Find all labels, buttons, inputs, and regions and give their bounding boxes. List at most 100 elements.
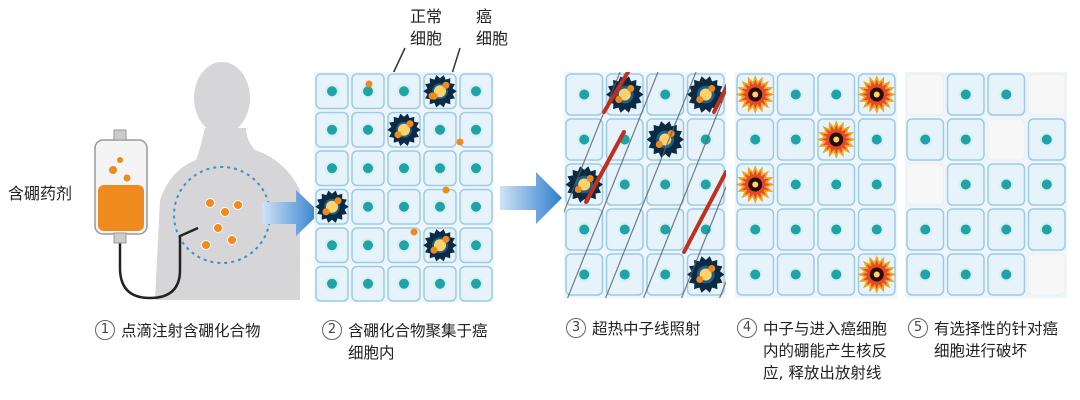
cell-nucleus [325, 238, 339, 253]
panel-boron-accumulation [314, 72, 494, 302]
person-silhouette [155, 62, 300, 300]
destroyed-cell [987, 118, 1025, 161]
cell-nucleus [433, 199, 447, 214]
boron-particle [365, 80, 373, 88]
arrow-icon [500, 172, 562, 224]
cell-nucleus [1039, 177, 1054, 192]
cell-nucleus [433, 122, 447, 137]
cell-nucleus [748, 132, 763, 147]
cell-nucleus [397, 161, 411, 176]
destroyed-cell [906, 73, 944, 116]
injection-illustration [94, 62, 300, 300]
cell-nucleus [869, 222, 884, 237]
cell-nucleus [469, 161, 483, 176]
step-5: 5 有选择性的针对癌 细胞进行破坏 [908, 318, 1058, 362]
cell-nucleus [361, 276, 375, 291]
cell-nucleus [658, 87, 673, 102]
step-number: 3 [566, 318, 586, 338]
cell-nucleus [748, 222, 763, 237]
cell-nucleus [325, 84, 339, 99]
cell-nucleus [433, 161, 447, 176]
cell-nucleus [788, 222, 803, 237]
panel-neutron-irradiation [564, 72, 726, 298]
cell-nucleus [469, 84, 483, 99]
cell-nucleus [999, 87, 1014, 102]
boron-particle [428, 92, 436, 100]
cell-nucleus [829, 267, 844, 282]
cell-nucleus [958, 267, 973, 282]
cell-nucleus [397, 238, 411, 253]
cell-nucleus [1039, 222, 1054, 237]
cell-nucleus [325, 276, 339, 291]
iv-tube [118, 226, 199, 300]
cell-nucleus [788, 132, 803, 147]
step-text: 中子与进入癌细胞 内的硼能产生核反 应, 释放出放射线 [763, 320, 888, 382]
cell-nucleus [958, 132, 973, 147]
cancer-cell-label: 癌 细胞 [476, 7, 509, 48]
boron-drug-label: 含硼药剂 [8, 184, 73, 203]
arrow-icon [262, 190, 320, 236]
step-number: 2 [322, 320, 342, 340]
step-text: 点滴注射含硼化合物 [121, 322, 261, 340]
cell-nucleus [469, 122, 483, 137]
cell-nucleus [617, 267, 632, 282]
step-number: 4 [737, 318, 757, 338]
cell-nucleus [958, 87, 973, 102]
cell-nucleus [958, 222, 973, 237]
scene-injection [0, 0, 300, 310]
step-1: 1 点滴注射含硼化合物 [95, 320, 261, 342]
cell-nucleus [325, 161, 339, 176]
cell-nucleus [577, 132, 592, 147]
normal-cell-label: 正常 细胞 [410, 7, 443, 48]
step-number: 1 [95, 320, 115, 340]
step-text: 超热中子线照射 [592, 320, 701, 338]
cell-nucleus [698, 177, 713, 192]
cell-nucleus [617, 177, 632, 192]
cell-nucleus [918, 132, 933, 147]
cell-nucleus [469, 199, 483, 214]
cell-nucleus [999, 222, 1014, 237]
cell-nucleus [577, 87, 592, 102]
cell-nucleus [918, 222, 933, 237]
cell-nucleus [748, 267, 763, 282]
cell-nucleus [788, 177, 803, 192]
boron-particle [442, 186, 450, 194]
iv-bag [94, 129, 148, 244]
destroyed-cell [906, 163, 944, 206]
cell-nucleus [397, 276, 411, 291]
step-2: 2 含硼化合物聚集于癌 细胞内 [322, 320, 488, 364]
cell-nucleus [869, 177, 884, 192]
cell-nucleus [577, 267, 592, 282]
cell-nucleus [788, 87, 803, 102]
neutron-beam-hit [584, 130, 626, 204]
cell-nucleus [361, 199, 375, 214]
step-4: 4 中子与进入癌细胞 内的硼能产生核反 应, 释放出放射线 [737, 318, 887, 384]
cell-nucleus [361, 161, 375, 176]
boron-particle [410, 228, 418, 236]
cell-nucleus [361, 238, 375, 253]
cell-nucleus [658, 267, 673, 282]
cell-nucleus [1039, 132, 1054, 147]
cell-nucleus [469, 276, 483, 291]
cell-nucleus [829, 177, 844, 192]
panel-selective-destruction [905, 72, 1067, 298]
step-text: 含硼化合物聚集于癌 细胞内 [348, 322, 488, 362]
cell-nucleus [999, 267, 1014, 282]
cell-nucleus [397, 199, 411, 214]
cell-nucleus [397, 84, 411, 99]
neutron-beam-hit [602, 72, 631, 114]
neutron-beam [642, 90, 726, 298]
cell-nucleus [325, 122, 339, 137]
neutron-beam [680, 185, 726, 298]
cell-nucleus [918, 267, 933, 282]
neutron-beam-hit [712, 83, 726, 114]
boron-particle [456, 138, 464, 146]
cell-nucleus [788, 267, 803, 282]
neutron-beam [604, 72, 697, 298]
neutron-beam [566, 72, 659, 298]
cell-nucleus [698, 222, 713, 237]
step-3: 3 超热中子线照射 [566, 318, 701, 340]
destroyed-cell [1028, 253, 1066, 296]
step-text: 有选择性的针对癌 细胞进行破坏 [934, 320, 1059, 360]
cell-nucleus [577, 222, 592, 237]
